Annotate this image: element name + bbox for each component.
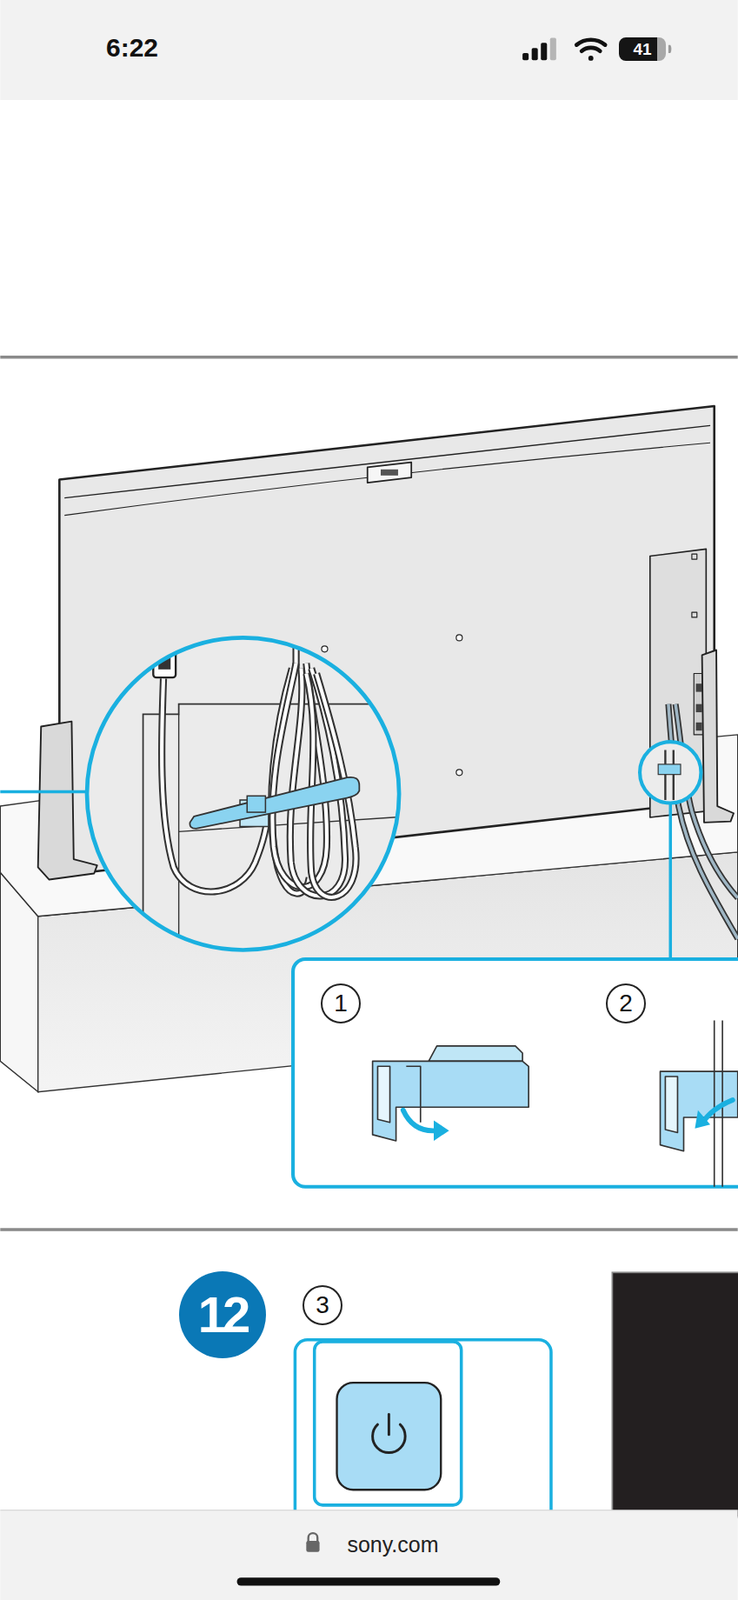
- connector-cables: [668, 704, 738, 939]
- battery-level: 41: [632, 40, 652, 58]
- signal-icon: [522, 37, 557, 60]
- tv-back: [691, 553, 698, 559]
- tv-back: [691, 611, 698, 618]
- zoom-detail: [86, 637, 399, 950]
- power-button-panel: [294, 1339, 552, 1523]
- browser-bar-edge: [0, 1509, 738, 1510]
- callout-circle: [658, 764, 681, 775]
- tv-back: [456, 769, 463, 776]
- cable-clip: [664, 1076, 678, 1133]
- zoom-detail: [161, 678, 268, 891]
- step-number-text: 1: [333, 990, 348, 1016]
- zoom-detail: [143, 571, 409, 949]
- browser-bar: [0, 1509, 738, 1600]
- wifi-icon: [576, 39, 606, 61]
- signal-icon: [550, 37, 557, 60]
- zoom-detail: [161, 678, 268, 891]
- tv-back: [64, 425, 711, 498]
- wifi-icon: [581, 47, 600, 52]
- power-button-panel: [314, 1341, 462, 1505]
- divider-rule: [0, 355, 738, 360]
- zoom-detail: [189, 777, 360, 829]
- signal-icon: [531, 47, 539, 60]
- zoom-detail: [292, 571, 300, 673]
- signal-icon: [522, 53, 529, 60]
- stand-foot: [702, 650, 734, 823]
- zoom-detail: [246, 795, 266, 812]
- status-bar: [0, 0, 738, 100]
- tv-back: [696, 704, 703, 712]
- cable-clip: [660, 1019, 738, 1186]
- cable-clip: [372, 1045, 530, 1141]
- power-button-panel: [387, 1413, 391, 1434]
- step-number: 3: [302, 1284, 343, 1325]
- callout-circle: [639, 741, 701, 803]
- cable-clip: [372, 1060, 530, 1141]
- step-number: 2: [605, 983, 646, 1024]
- step-number-text: 3: [315, 1292, 330, 1317]
- cable-clip: [433, 1119, 450, 1140]
- site-address: sony.com: [346, 1533, 439, 1556]
- step-panel: [292, 958, 738, 1187]
- lock-icon: [308, 1532, 319, 1542]
- tv-back: [696, 722, 703, 731]
- cable-clip: [377, 1065, 390, 1123]
- signal-icon: [540, 42, 547, 60]
- cable-clip: [405, 1065, 420, 1123]
- tv-back: [696, 683, 703, 692]
- tv-back: [456, 634, 463, 641]
- power-button-panel: [337, 1382, 442, 1490]
- callout-circle: [639, 741, 701, 959]
- zoom-detail: [294, 571, 299, 673]
- step-number: 1: [320, 983, 361, 1024]
- wifi-icon: [576, 39, 606, 46]
- cable-clip: [713, 1019, 716, 1186]
- step-badge: 12: [179, 1270, 266, 1358]
- cable-clip: [403, 1110, 438, 1131]
- status-time: 6:22: [106, 34, 159, 61]
- connector-cables: [668, 704, 738, 939]
- tv-back: [367, 462, 412, 483]
- tv-back: [321, 645, 328, 652]
- step-number-text: 2: [618, 990, 633, 1016]
- leader-line: [0, 790, 87, 794]
- tv-screen: [611, 1271, 738, 1517]
- battery-nub: [668, 45, 672, 54]
- battery-indicator: 41: [618, 37, 666, 61]
- callout-circle: [668, 803, 672, 960]
- tv-back: [380, 469, 399, 476]
- cable-clip: [694, 1110, 711, 1129]
- zoom-detail: [86, 571, 409, 950]
- connector-cables: [668, 704, 738, 939]
- power-button-panel: [294, 1339, 552, 1523]
- cable-clip: [660, 1070, 738, 1151]
- step-panel: [292, 958, 738, 1187]
- step-number-text: 12: [198, 1289, 248, 1340]
- zoom-detail: [86, 637, 399, 950]
- lock-icon: [305, 1540, 320, 1552]
- wifi-icon: [588, 55, 594, 61]
- divider-rule: [0, 1227, 738, 1231]
- cable-clip: [704, 1099, 733, 1120]
- tv-back: [64, 442, 711, 515]
- cable-clip: [428, 1045, 523, 1062]
- home-indicator: [237, 1576, 501, 1585]
- lock-icon: [305, 1532, 320, 1552]
